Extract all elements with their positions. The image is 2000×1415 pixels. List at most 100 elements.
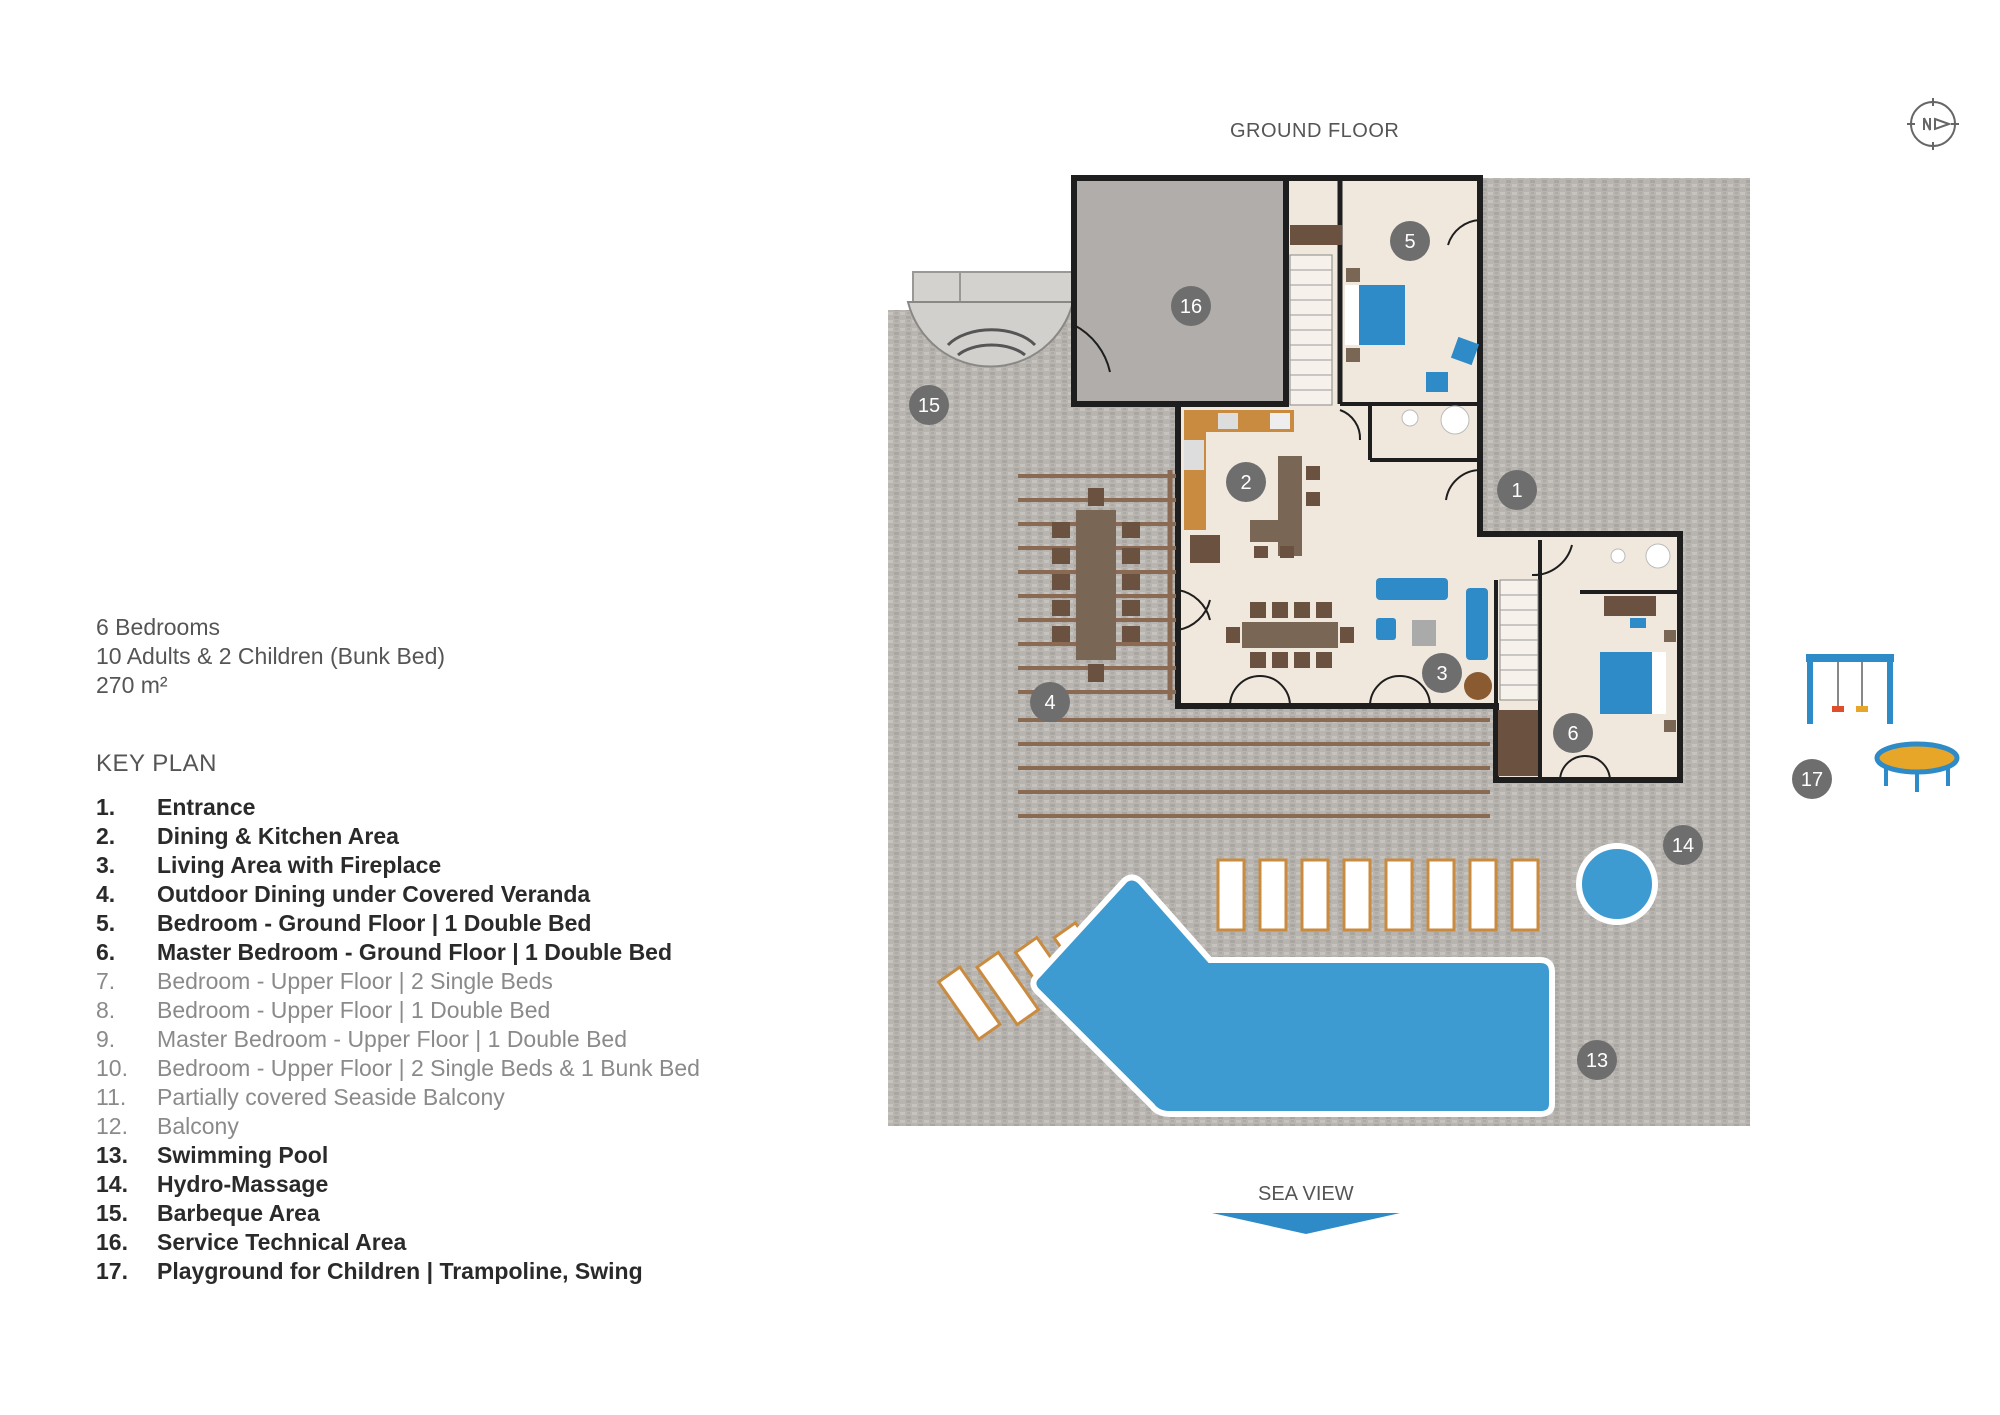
compass-icon: [1907, 98, 1959, 150]
key-plan-item: 13. Swimming Pool: [96, 1141, 700, 1170]
key-plan-number: 13.: [96, 1142, 128, 1168]
key-plan-item: 5. Bedroom - Ground Floor | 1 Double Bed: [96, 909, 700, 938]
key-plan-item: 9. Master Bedroom - Upper Floor | 1 Doubl…: [96, 1025, 700, 1054]
key-plan-label: Balcony: [157, 1113, 239, 1139]
marker-number: 15: [918, 395, 940, 417]
key-plan-label: Service Technical Area: [157, 1229, 407, 1255]
marker-5: 5: [1390, 221, 1430, 261]
marker-circle: [1226, 462, 1266, 502]
key-plan-item: 3. Living Area with Fireplace: [96, 851, 700, 880]
marker-number: 13: [1586, 1050, 1608, 1072]
key-plan-item: 16. Service Technical Area: [96, 1228, 700, 1257]
key-plan-item: 14.Hydro-Massage: [96, 1170, 700, 1199]
key-plan-label: Partially covered Seaside Balcony: [157, 1084, 505, 1110]
marker-circle: [1577, 1040, 1617, 1080]
key-plan-number: 15.: [96, 1200, 128, 1226]
key-plan-number: 4.: [96, 881, 116, 907]
key-plan-label: Outdoor Dining under Covered Veranda: [157, 881, 591, 907]
outdoor-dining-table: [1052, 488, 1140, 682]
key-plan-item: 7. Bedroom - Upper Floor | 2 Single Beds: [96, 967, 700, 996]
key-plan-number: 2.: [96, 823, 116, 849]
marker-circle: [1497, 470, 1537, 510]
key-plan-label: Playground for Children | Trampoline, Sw…: [157, 1258, 643, 1284]
marker-13: 13: [1577, 1040, 1617, 1080]
key-plan-item: 6. Master Bedroom - Ground Floor | 1 Doub…: [96, 938, 700, 967]
guest-capacity: 10 Adults & 2 Children (Bunk Bed): [96, 643, 446, 669]
key-plan-label: Bedroom - Upper Floor | 1 Double Bed: [157, 997, 551, 1023]
key-plan-label: Living Area with Fireplace: [157, 852, 442, 878]
key-plan-number: 10.: [96, 1055, 128, 1081]
key-plan-label: Entrance: [157, 794, 256, 820]
key-plan-number: 12.: [96, 1113, 128, 1139]
key-plan-item: 10. Bedroom - Upper Floor | 2 Single Beds…: [96, 1054, 700, 1083]
key-plan-label: Barbeque Area: [157, 1200, 320, 1226]
key-plan-number: 17.: [96, 1258, 128, 1284]
key-plan-number: 7.: [96, 968, 116, 994]
key-plan-label: Master Bedroom - Upper Floor | 1 Double …: [157, 1026, 628, 1052]
marker-15: 15: [909, 385, 949, 425]
marker-circle: [1553, 713, 1593, 753]
marker-16: 16: [1171, 286, 1211, 326]
sea-view-arrow: [1212, 1213, 1400, 1234]
key-plan-label: Master Bedroom - Ground Floor | 1 Double…: [157, 939, 673, 965]
marker-4: 4: [1030, 682, 1070, 722]
hydro-massage: [1576, 843, 1658, 925]
marker-circle: [1422, 653, 1462, 693]
key-plan-number: 9.: [96, 1026, 116, 1052]
key-plan-label: Bedroom - Upper Floor | 2 Single Beds: [157, 968, 553, 994]
marker-number: 14: [1672, 835, 1694, 857]
double-bed-6: [1600, 652, 1666, 714]
marker-circle: [1390, 221, 1430, 261]
playground: [1806, 654, 1960, 792]
marker-3: 3: [1422, 653, 1462, 693]
key-plan-number: 1.: [96, 794, 116, 820]
floor-title: GROUND FLOOR: [1230, 120, 1400, 142]
marker-6: 6: [1553, 713, 1593, 753]
key-plan-number: 5.: [96, 910, 116, 936]
key-plan-label: Dining & Kitchen Area: [157, 823, 399, 849]
swimming-pool: [1030, 874, 1555, 1117]
floor-area: 270 m²: [96, 672, 168, 698]
key-plan-label: Hydro-Massage: [157, 1171, 329, 1197]
sea-view-label: SEA VIEW: [1258, 1183, 1354, 1205]
key-plan-number: 3.: [96, 852, 116, 878]
marker-number: 2: [1240, 472, 1251, 494]
key-plan-label: Swimming Pool: [157, 1142, 329, 1168]
key-plan-label: Bedroom - Upper Floor | 2 Single Beds & …: [157, 1055, 700, 1081]
key-plan-item: 12. Balcony: [96, 1112, 700, 1141]
marker-circle: [1171, 286, 1211, 326]
marker-circle: [1663, 825, 1703, 865]
key-plan-item: 15. Barbeque Area: [96, 1199, 700, 1228]
bedroom-count: 6 Bedrooms: [96, 614, 221, 640]
key-plan-title: KEY PLAN: [96, 750, 217, 777]
property-summary: 6 Bedrooms 10 Adults & 2 Children (Bunk …: [96, 613, 445, 700]
marker-2: 2: [1226, 462, 1266, 502]
key-plan-item: 17. Playground for Children | Trampoline,…: [96, 1257, 700, 1286]
key-plan-item: 4. Outdoor Dining under Covered Veranda: [96, 880, 700, 909]
key-plan-number: 6.: [96, 939, 116, 965]
location-markers: 1 2 3 4 5 6 13 14 15 16 17: [909, 221, 1832, 1080]
double-bed-5: [1345, 285, 1405, 345]
marker-number: 16: [1180, 296, 1202, 318]
marker-number: 6: [1567, 723, 1578, 745]
key-plan-label: Bedroom - Ground Floor | 1 Double Bed: [157, 910, 592, 936]
sun-loungers: [936, 858, 1540, 1042]
barbeque-area: [906, 271, 1075, 368]
house: [1175, 175, 1683, 783]
marker-17: 17: [1792, 759, 1832, 799]
marker-number: 1: [1511, 480, 1522, 502]
marker-number: 5: [1404, 231, 1415, 253]
key-plan-item: 11. Partially covered Seaside Balcony: [96, 1083, 700, 1112]
key-plan-item: 2. Dining & Kitchen Area: [96, 822, 700, 851]
marker-circle: [1030, 682, 1070, 722]
marker-14: 14: [1663, 825, 1703, 865]
key-plan-item: 1. Entrance: [96, 793, 700, 822]
key-plan-number: 16.: [96, 1229, 128, 1255]
key-plan-item: 8. Bedroom - Upper Floor | 1 Double Bed: [96, 996, 700, 1025]
marker-number: 17: [1801, 769, 1823, 791]
key-plan-number: 8.: [96, 997, 116, 1023]
marker-number: 4: [1044, 692, 1055, 714]
key-plan-number: 11.: [96, 1084, 127, 1110]
key-plan-list: 1. Entrance 2. Dining & Kitchen Area 3. Livin…: [96, 793, 700, 1286]
